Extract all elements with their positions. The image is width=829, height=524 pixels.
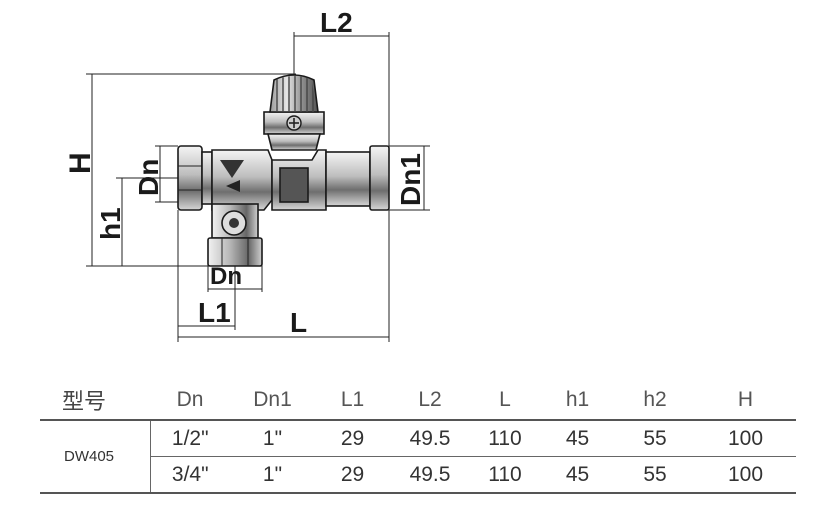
- dimension-labels: L2 L L1 Dn H Dn h1 Dn1: [64, 7, 426, 338]
- right-outlet: [325, 151, 371, 207]
- header-l1: L1: [315, 381, 390, 421]
- cell-l2: 49.5: [390, 420, 470, 457]
- label-L1: L1: [198, 297, 231, 328]
- main-body: [211, 149, 273, 211]
- cell-h1: 45: [540, 456, 615, 494]
- label-L: L: [290, 307, 307, 338]
- cell-dn1: 1": [230, 420, 315, 457]
- cell-l1: 29: [315, 456, 390, 494]
- header-l2: L2: [390, 381, 470, 421]
- cell-h2: 55: [615, 420, 695, 457]
- cell-dn: 1/2": [150, 420, 230, 457]
- table-header-row: 型号 Dn Dn1 L1 L2 L h1 h2 H: [40, 381, 796, 421]
- cell-h: 100: [695, 420, 796, 457]
- label-Dn1: Dn1: [395, 153, 426, 206]
- table-row: 3/4" 1" 29 49.5 110 45 55 100: [40, 456, 796, 494]
- cell-l1: 29: [315, 420, 390, 457]
- header-dn1: Dn1: [230, 381, 315, 421]
- left-nut: [177, 145, 203, 211]
- header-h2: h2: [615, 381, 695, 421]
- cell-h1: 45: [540, 420, 615, 457]
- cell-h: 100: [695, 456, 796, 494]
- valve-body: [177, 74, 390, 267]
- dimension-lines: [86, 32, 430, 342]
- model-cell: DW405: [40, 420, 151, 494]
- label-L2: L2: [320, 7, 353, 38]
- header-model: 型号: [40, 381, 150, 421]
- cell-dn: 3/4": [150, 456, 230, 494]
- cell-h2: 55: [615, 456, 695, 494]
- header-h1: h1: [540, 381, 615, 421]
- label-h1: h1: [95, 207, 126, 240]
- header-l: L: [470, 381, 540, 421]
- table-row: DW405 1/2" 1" 29 49.5 110 45 55 100: [40, 420, 796, 494]
- header-h: H: [695, 381, 796, 421]
- header-dn: Dn: [150, 381, 230, 421]
- cell-l2: 49.5: [390, 456, 470, 494]
- bottom-nut: [207, 237, 263, 267]
- right-nut: [369, 145, 390, 211]
- valve-technical-drawing: L2 L L1 Dn H Dn h1 Dn1: [64, 7, 430, 342]
- label-H: H: [64, 152, 97, 174]
- cell-l: 110: [470, 420, 540, 457]
- spec-table: 型号 Dn Dn1 L1 L2 L h1 h2 H DW405 1/2" 1" …: [40, 381, 796, 494]
- cell-l: 110: [470, 456, 540, 494]
- label-Dn-left: Dn: [133, 159, 164, 196]
- cell-dn1: 1": [230, 456, 315, 494]
- label-Dn-bottom: Dn: [210, 263, 242, 290]
